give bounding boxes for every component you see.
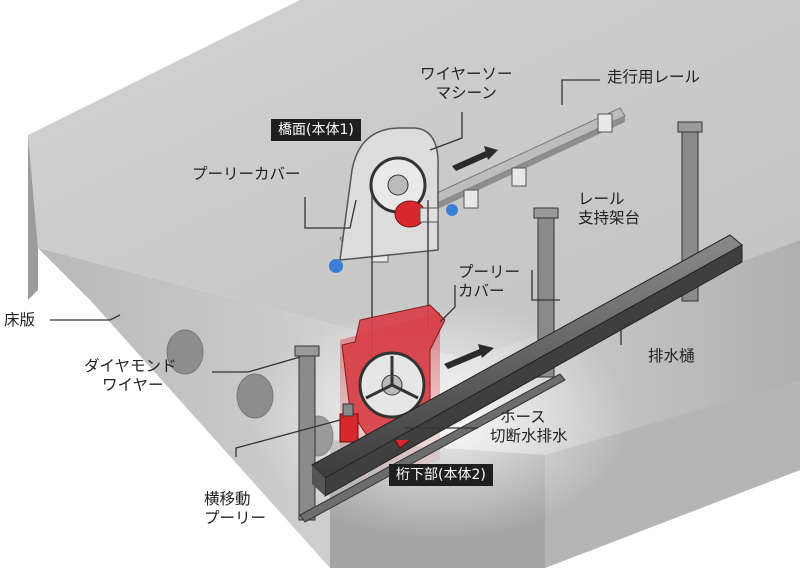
label-pulley-cover-lower: プーリーカバー (458, 263, 521, 300)
leader-lines (50, 79, 631, 457)
label-hose-drain: ホース切断水排水 (490, 408, 568, 445)
label-pulley-cover-top: プーリーカバー (192, 165, 301, 183)
label-traverse-pulley: 横移動プーリー (204, 490, 267, 527)
label-rail-support-frame: レール支持架台 (578, 190, 641, 227)
slab-edge (28, 135, 38, 300)
hose (394, 439, 411, 449)
drain-hole (166, 329, 204, 375)
girder-side (545, 380, 800, 568)
tag-under-girder-unit: 桁下部(本体2) (389, 464, 493, 486)
drain-hole (236, 373, 274, 419)
label-drain-gutter: 排水樋 (648, 347, 695, 365)
label-wire-saw-machine: ワイヤーソーマシーン (420, 65, 513, 102)
label-diamond-wire: ダイヤモンドワイヤー (84, 357, 177, 394)
traverse-pulley (339, 413, 359, 443)
direction-arrow (444, 146, 498, 369)
label-floor-slab: 床版 (4, 311, 36, 329)
tag-bridge-deck-unit: 橋面(本体1) (271, 119, 361, 141)
label-travel-rail: 走行用レール (607, 68, 701, 86)
